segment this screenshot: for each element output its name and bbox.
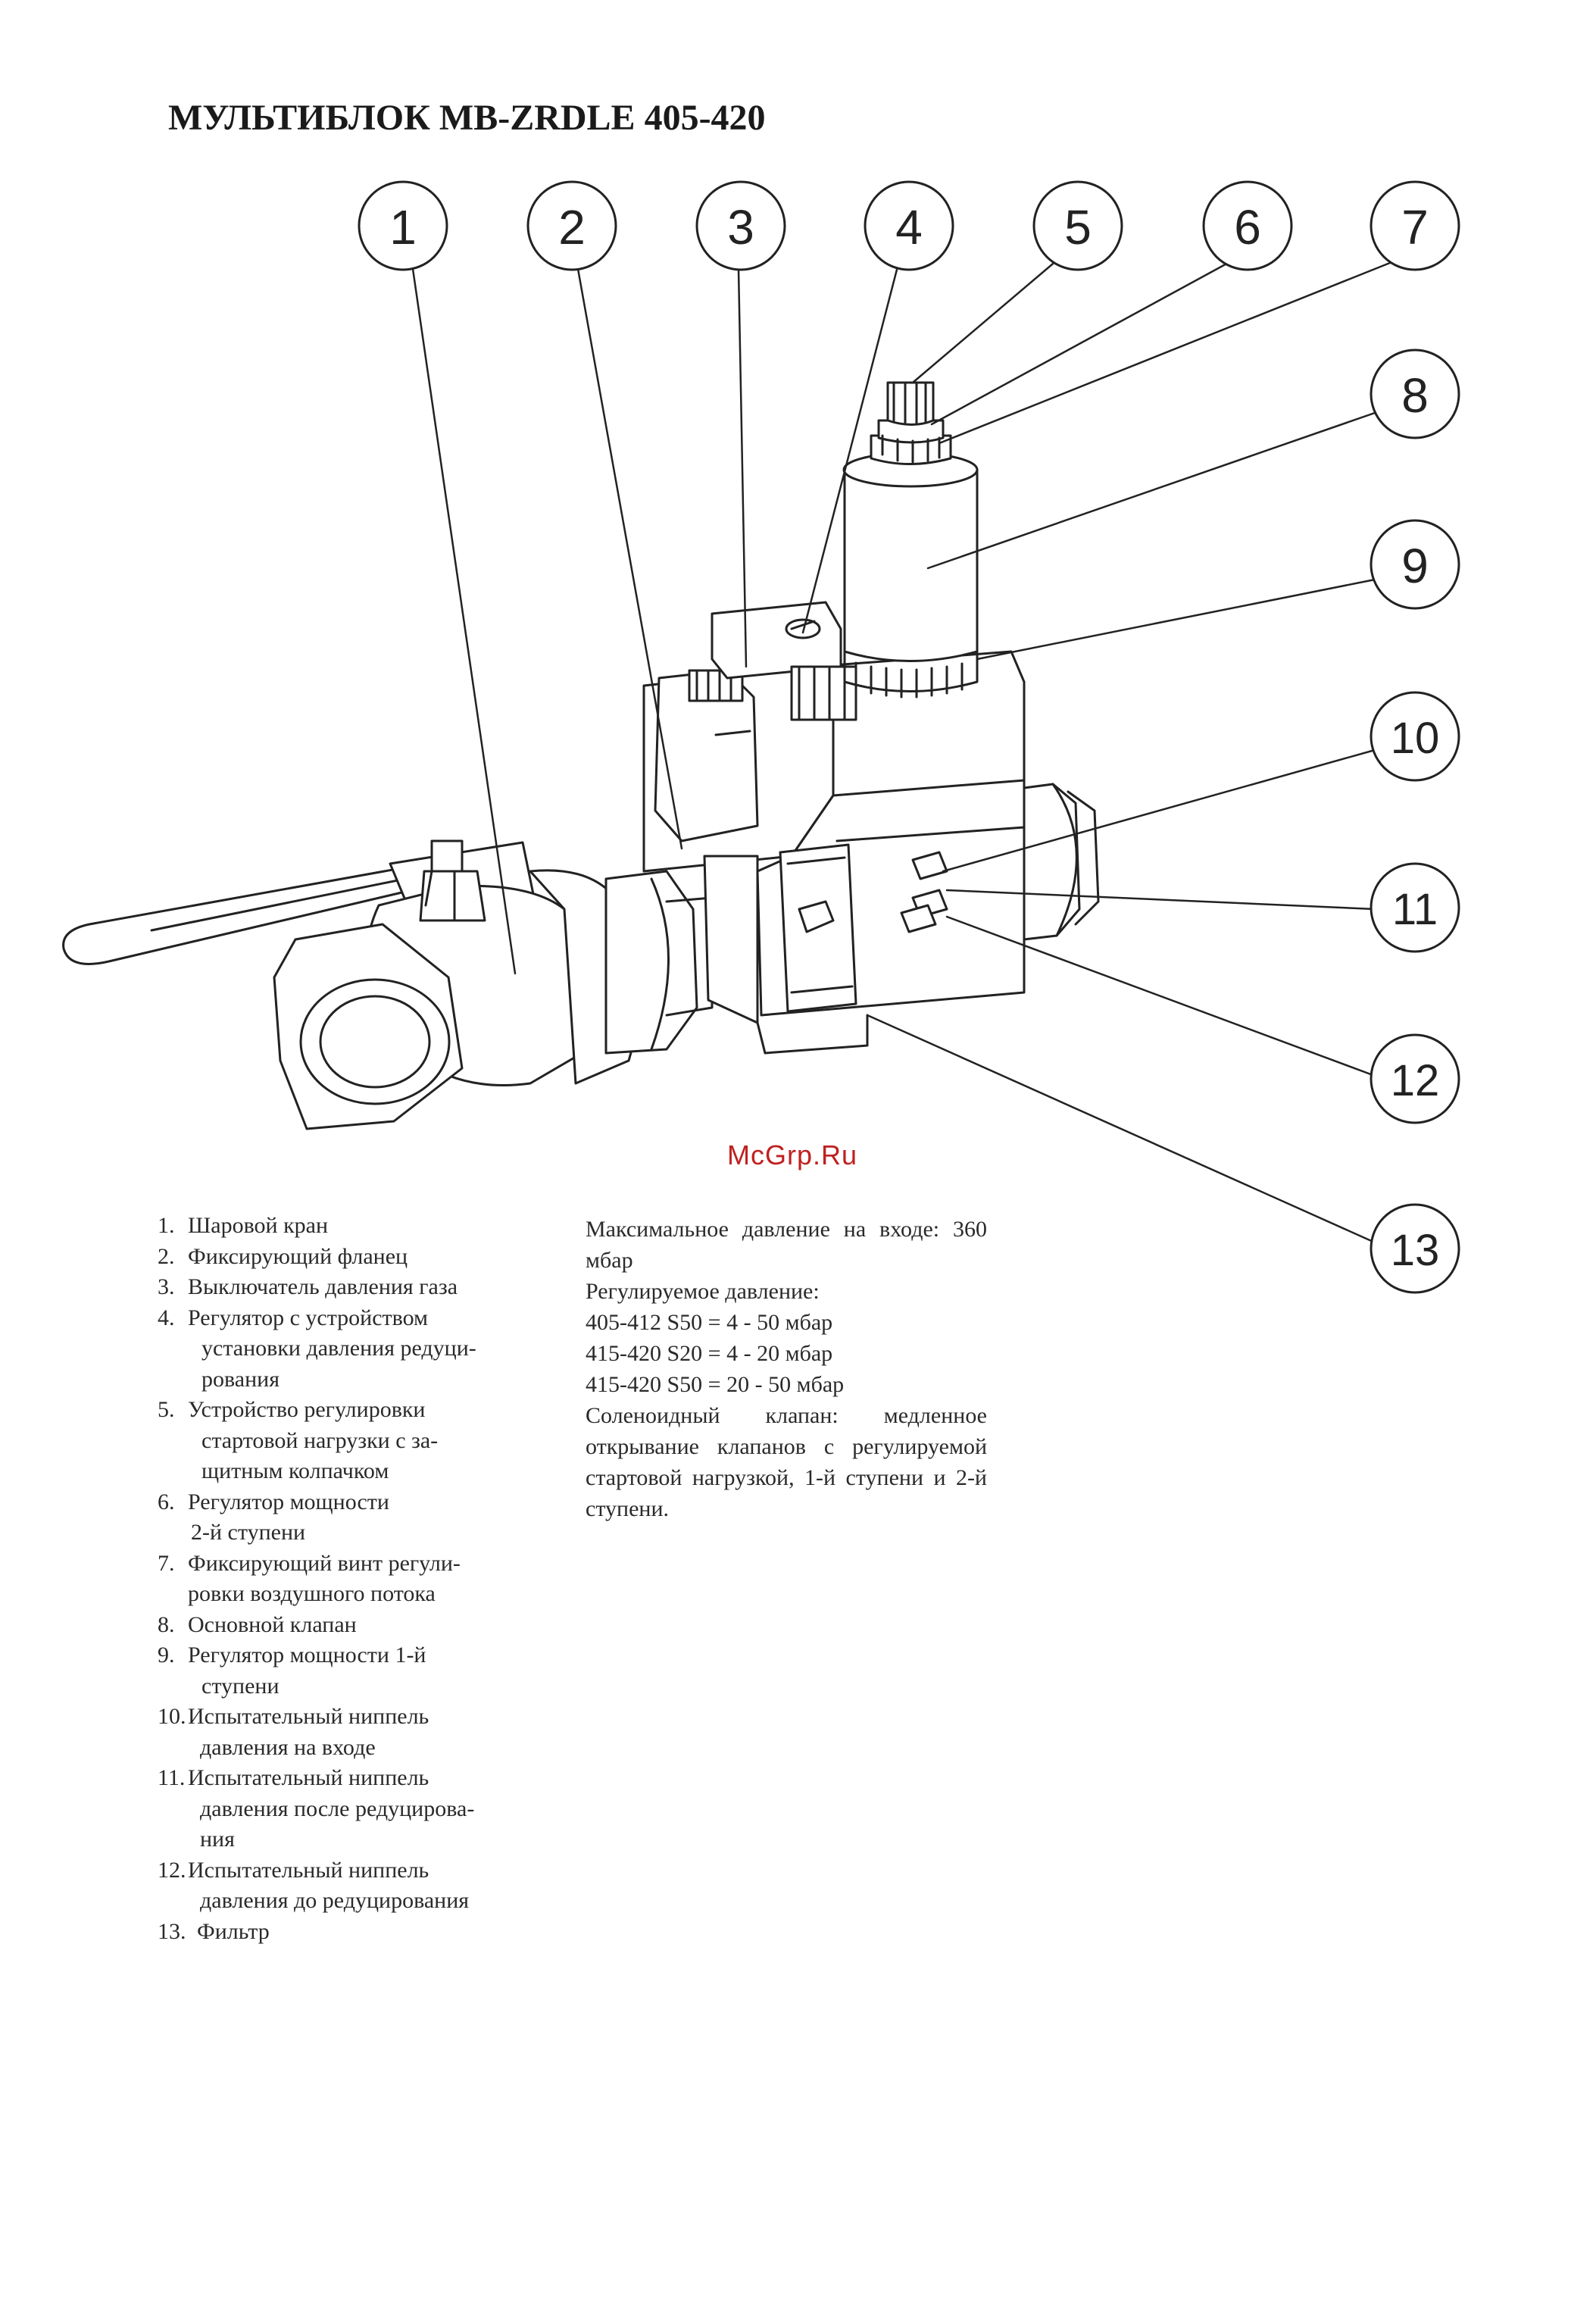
callout-7: 7 — [1370, 180, 1460, 271]
svg-text:1: 1 — [389, 200, 417, 255]
svg-text:4: 4 — [895, 200, 923, 255]
callout-10: 10 — [1370, 691, 1460, 782]
callout-11: 11 — [1370, 862, 1460, 953]
svg-text:10: 10 — [1391, 714, 1440, 763]
legend-item: 7.Фиксирующий винт регули-ровки воздушно… — [158, 1550, 461, 1607]
main-valve-cylinder — [842, 381, 979, 699]
leader-lines — [411, 258, 1395, 1244]
legend-item: 1.Шаровой кран — [158, 1213, 329, 1238]
svg-text:5: 5 — [1064, 200, 1092, 255]
watermark: McGrp.Ru — [727, 1139, 858, 1171]
ball-valve-body — [273, 839, 714, 1130]
svg-text:6: 6 — [1234, 200, 1261, 255]
gas-pressure-switch — [654, 669, 759, 842]
legend-item: 13.Фильтр — [158, 1918, 270, 1944]
max-pressure: Максимальное давление на входе: 360 мбар — [586, 1217, 987, 1273]
legend-item: 2.Фиксирующий фланец — [158, 1243, 408, 1269]
svg-text:2: 2 — [558, 200, 586, 255]
svg-text:13: 13 — [1391, 1226, 1440, 1275]
svg-text:7: 7 — [1401, 200, 1429, 255]
svg-text:9: 9 — [1401, 539, 1429, 593]
parts-legend: 1.Шаровой кран 2.Фиксирующий фланец 3.Вы… — [158, 1211, 570, 1947]
callout-2: 2 — [526, 180, 617, 271]
svg-text:11: 11 — [1392, 885, 1438, 934]
regulated-pressure-label: Регулируемое давление: — [586, 1279, 820, 1304]
legend-item: 3.Выключатель давления газа — [158, 1274, 458, 1299]
solenoid-description: Соленоидный клапан: медленное открывание… — [586, 1403, 987, 1521]
regulator-box — [711, 601, 857, 721]
callout-9: 9 — [1370, 519, 1460, 610]
page-title: МУЛЬТИБЛОК MB-ZRDLE 405-420 — [168, 98, 766, 138]
callout-circles: 1 2 3 4 5 6 7 8 9 10 11 12 13 — [358, 180, 1460, 1294]
specifications: Максимальное давление на входе: 360 мбар… — [586, 1214, 987, 1524]
regulated-pressure-values: 405-412 S50 = 4 - 50 мбар 415-420 S20 = … — [586, 1310, 845, 1397]
callout-8: 8 — [1370, 348, 1460, 439]
test-nipples — [798, 851, 948, 933]
svg-text:8: 8 — [1401, 368, 1429, 423]
multiblock-diagram: 1 2 3 4 5 6 7 8 9 10 11 12 13 — [62, 180, 1460, 1294]
svg-text:12: 12 — [1391, 1056, 1440, 1105]
callout-3: 3 — [695, 180, 786, 271]
callout-5: 5 — [1032, 180, 1123, 271]
callout-12: 12 — [1370, 1033, 1460, 1124]
svg-text:3: 3 — [727, 200, 754, 255]
callout-1: 1 — [358, 180, 448, 271]
callout-13: 13 — [1370, 1203, 1460, 1294]
legend-item: 8.Основной клапан — [158, 1611, 357, 1637]
callout-4: 4 — [864, 180, 954, 271]
callout-6: 6 — [1202, 180, 1293, 271]
